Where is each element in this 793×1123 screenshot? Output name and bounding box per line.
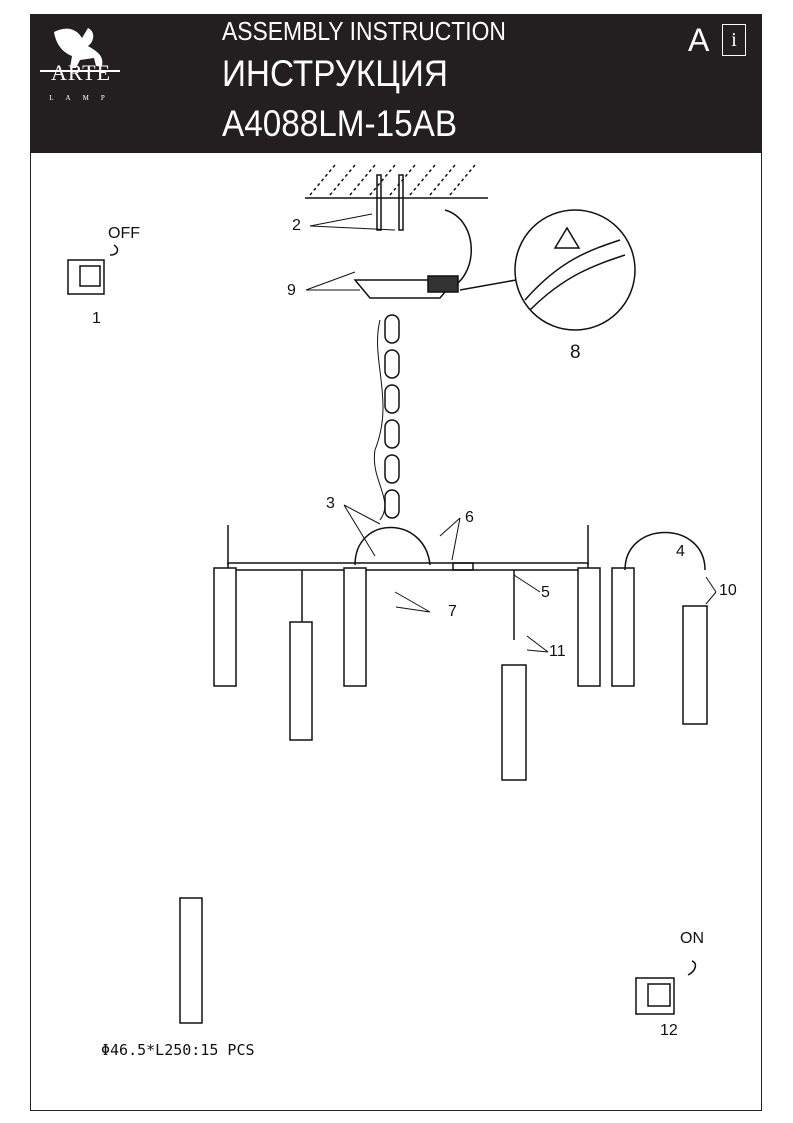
callout-7: 7 [448,603,457,620]
right-arm [452,562,589,571]
title-russian: ИНСТРУКЦИЯ [222,53,448,94]
model-number: A4088LM-15AB [222,103,458,144]
warning-icon [553,226,581,249]
callout-10: 10 [719,582,737,599]
switch-off-icon [67,244,119,295]
wiring-detail-circle [514,209,636,331]
callout-12: 12 [660,1022,678,1039]
callout-6: 6 [465,509,474,526]
callout-4: 4 [676,543,685,560]
header-bar [30,14,762,153]
canopy [353,279,457,299]
chain [373,314,400,521]
brand-name: ARTE [50,60,112,85]
info-book-icon: i [722,24,746,56]
center-arc [354,526,431,566]
language-badge: A [688,22,710,58]
callout-1: 1 [92,310,101,327]
callout-8: 8 [570,342,581,363]
glass-shades [179,567,708,1024]
ceiling-hatch [305,164,488,199]
on-label: ON [680,930,704,947]
mounting-screws [376,174,404,231]
callout-5: 5 [541,584,550,601]
brand-subtitle: LAMP [49,94,117,102]
callout-3: 3 [326,495,335,512]
callout-2: 2 [292,217,301,234]
terminal-block [427,275,459,293]
lion-logo-icon [40,28,120,72]
title-english: ASSEMBLY INSTRUCTION [222,16,506,46]
switch-on-icon [635,960,697,1015]
off-label: OFF [108,225,140,242]
callout-9: 9 [287,282,296,299]
shade-spec: Φ46.5*L250:15 PCS [101,1041,255,1059]
callout-11: 11 [549,643,566,660]
